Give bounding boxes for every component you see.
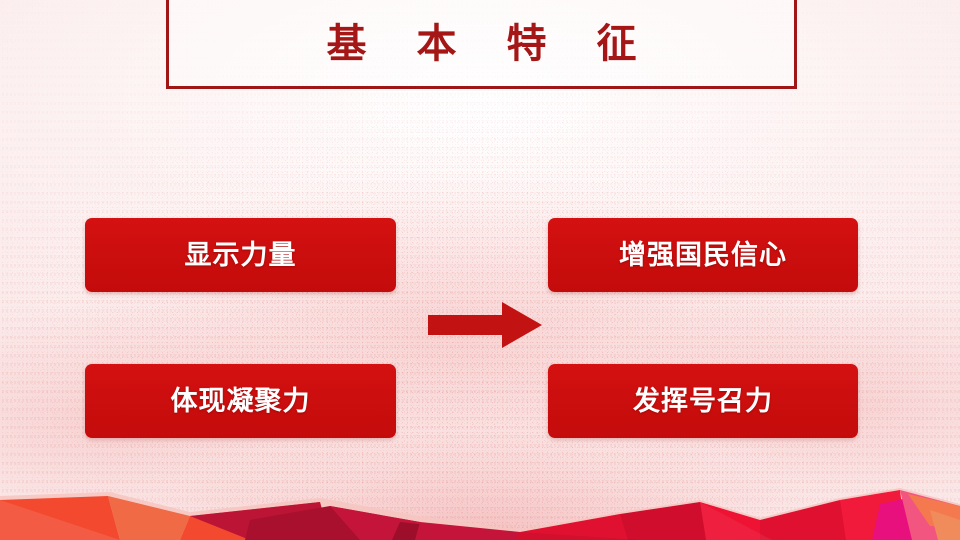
content-box-label: 显示力量	[184, 239, 297, 270]
content-box-boost-confidence[interactable]: 增强国民信心	[548, 218, 858, 292]
content-box-show-strength[interactable]: 显示力量	[85, 218, 396, 292]
content-box-label: 增强国民信心	[619, 239, 787, 270]
title-frame: 基 本 特 征	[166, 0, 797, 89]
page-title: 基 本 特 征	[326, 21, 657, 66]
arrow-right-icon	[428, 302, 542, 348]
low-poly-band	[0, 488, 960, 540]
content-box-label: 发挥号召力	[633, 385, 773, 416]
content-box-embody-cohesion[interactable]: 体现凝聚力	[85, 364, 396, 438]
content-box-label: 体现凝聚力	[170, 385, 311, 416]
content-box-exert-appeal[interactable]: 发挥号召力	[548, 364, 858, 438]
